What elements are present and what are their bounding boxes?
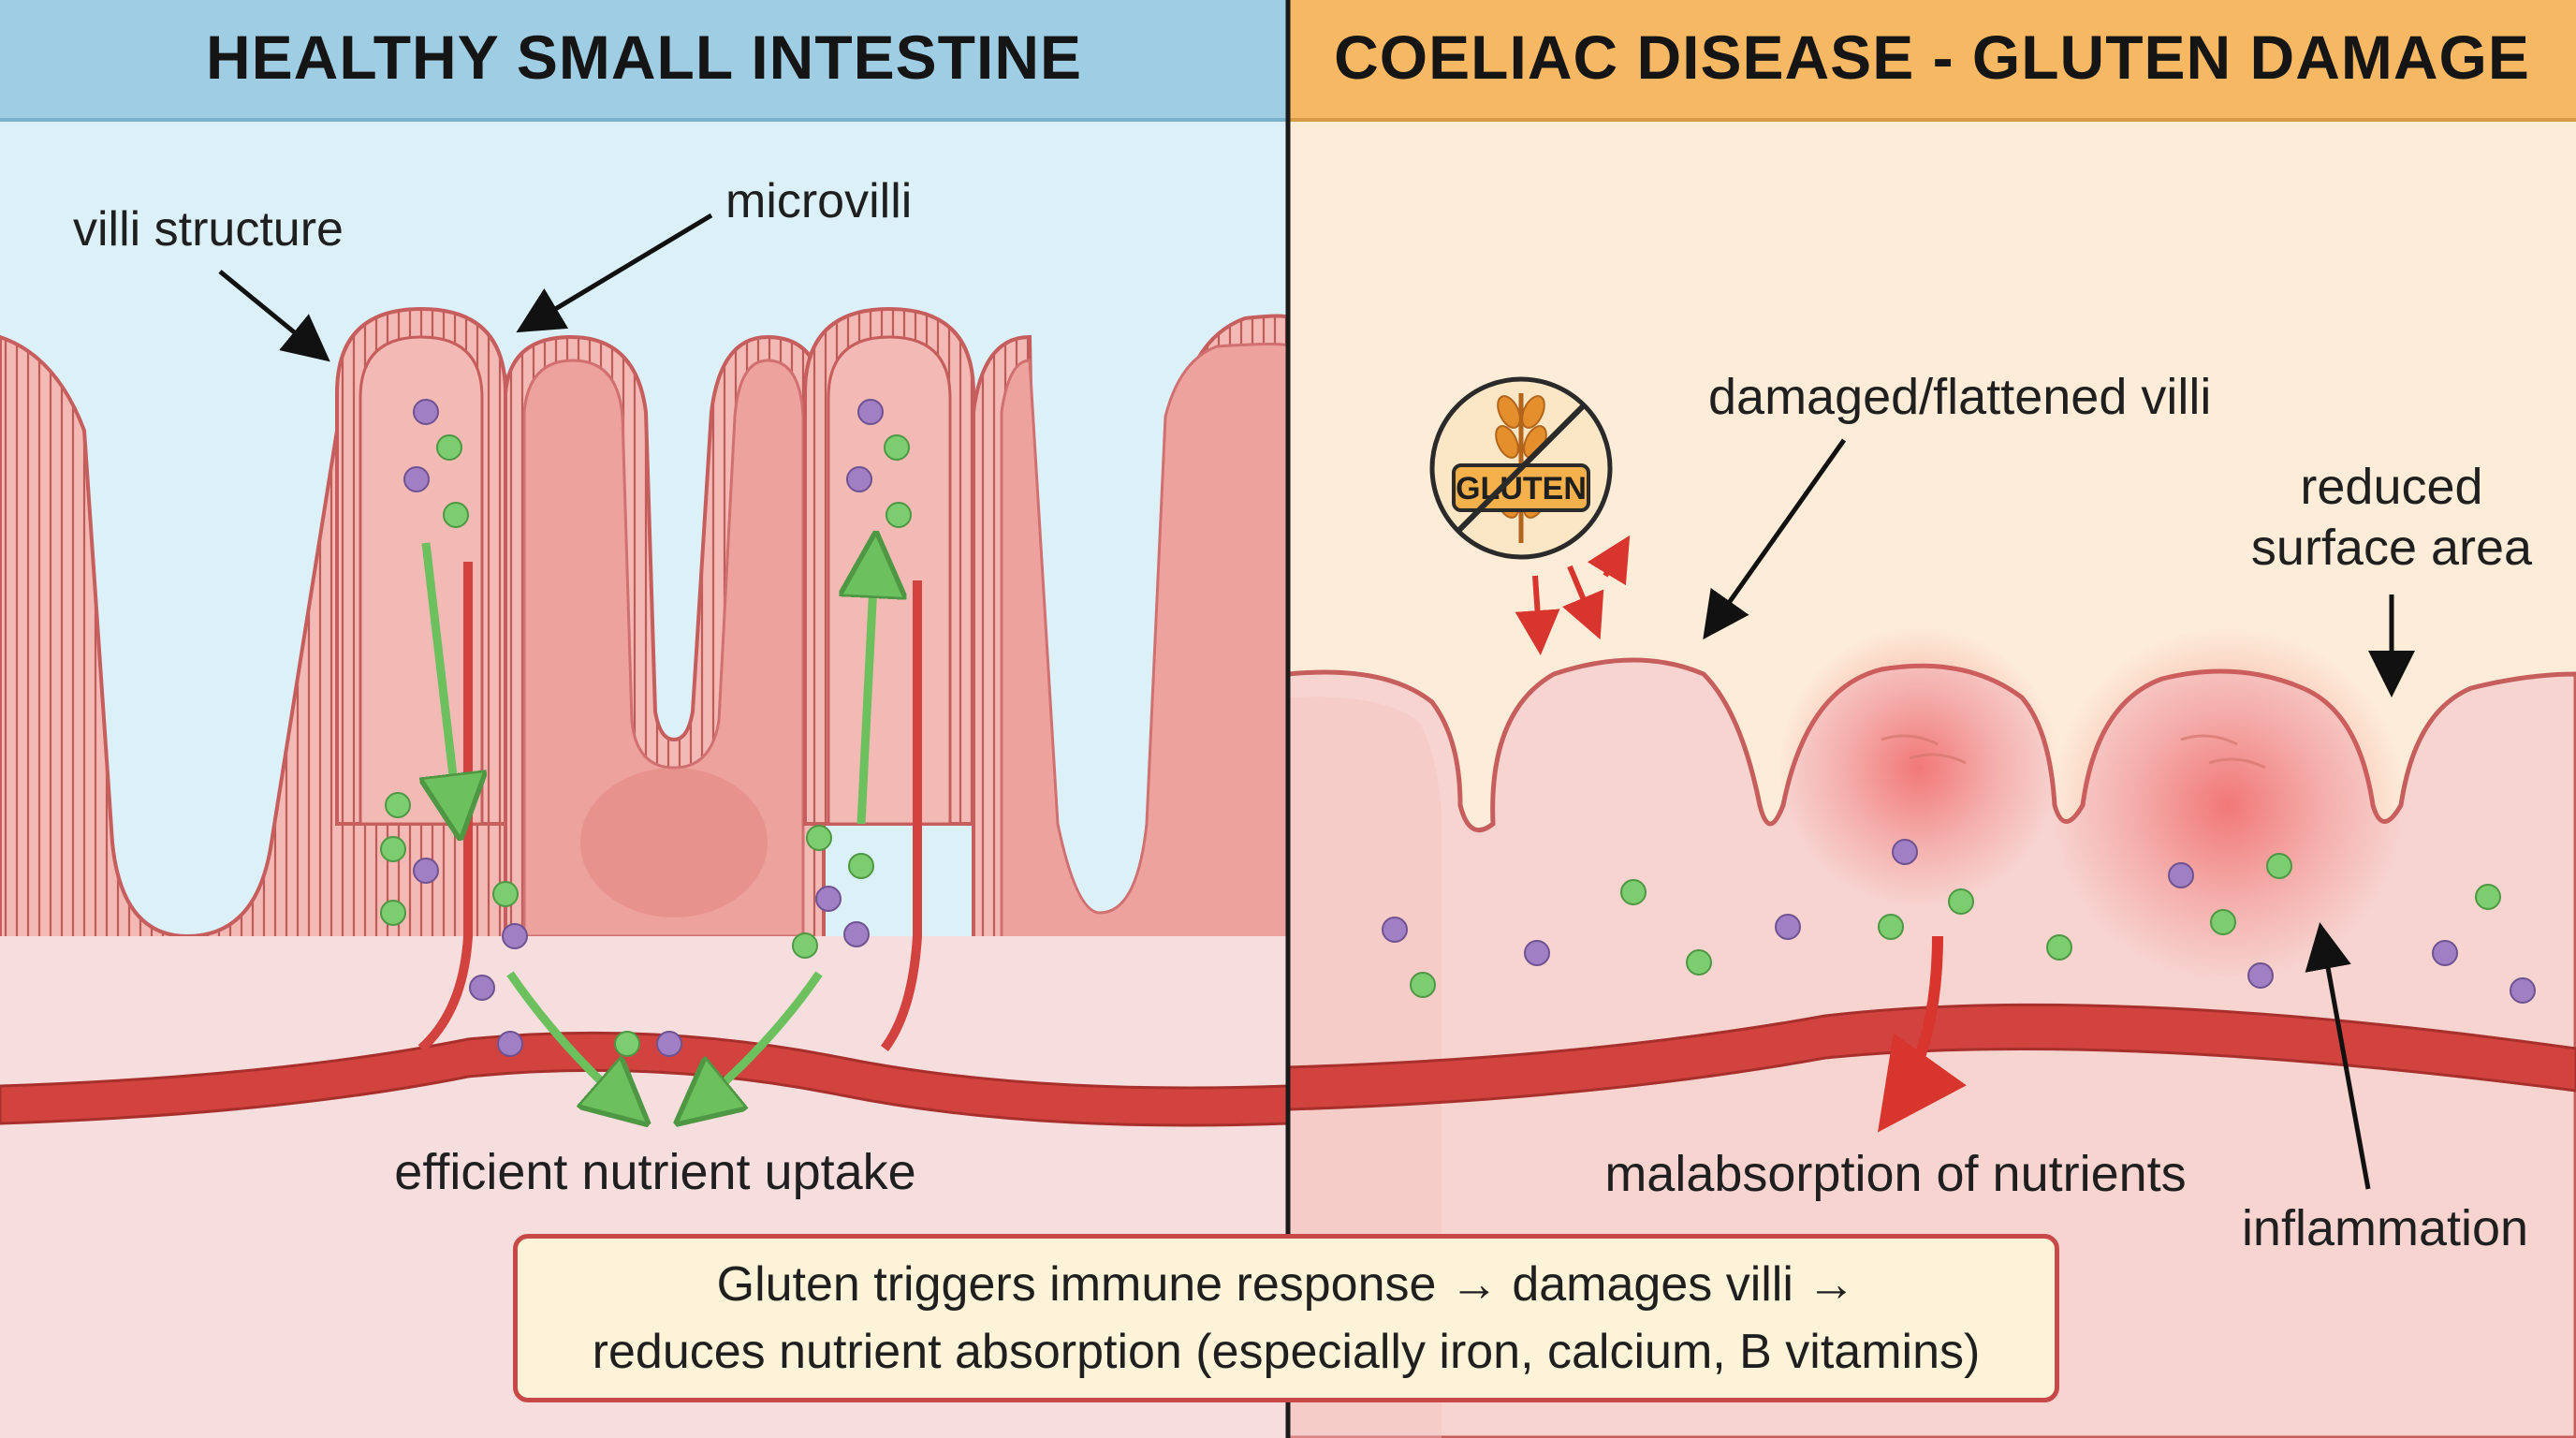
malabsorption-arrow xyxy=(1878,935,1967,1133)
coeliac-panel-title: COELIAC DISEASE - GLUTEN DAMAGE xyxy=(1334,22,2530,92)
microvilli-pointer xyxy=(516,213,713,333)
label-surface-area: surface area xyxy=(2251,520,2533,576)
summary-caption-box: Gluten triggers immune response → damage… xyxy=(513,1234,2059,1402)
caption-line-2: reduces nutrient absorption (especially … xyxy=(592,1325,1981,1379)
villus-1 xyxy=(335,306,507,826)
caption-line-1: Gluten triggers immune response → damage… xyxy=(716,1257,1856,1312)
coeliac-header-bar xyxy=(1288,0,2576,120)
coeliac-blood-vessel xyxy=(1286,1003,2576,1111)
label-damaged-villi: damaged/flattened villi xyxy=(1708,369,2211,425)
gluten-badge: GLUTEN xyxy=(1429,376,1613,560)
prohibited-slash-icon xyxy=(1456,403,1587,534)
healthy-panel-title: HEALTHY SMALL INTESTINE xyxy=(206,22,1082,92)
label-inflammation: inflammation xyxy=(2242,1200,2528,1256)
gluten-badge-label: GLUTEN xyxy=(1456,471,1587,506)
label-malabsorption: malabsorption of nutrients xyxy=(1604,1146,2186,1202)
coeliac-nutrients xyxy=(1382,839,2536,1004)
healthy-nutrients xyxy=(380,399,912,1057)
inflammation-zone-1 xyxy=(1778,627,2059,908)
inflammation-pointer xyxy=(2305,922,2371,1190)
label-microvilli: microvilli xyxy=(725,174,912,228)
nutrient-flow-arrows xyxy=(426,543,875,1114)
immune-response-arrows xyxy=(1515,535,1631,655)
healthy-header-bar xyxy=(0,0,1288,120)
healthy-capillary-right xyxy=(880,580,922,1051)
villi-structure-pointer xyxy=(218,270,330,362)
label-villi-structure: villi structure xyxy=(73,202,344,257)
healthy-capillary-left xyxy=(417,562,473,1052)
villus-2 xyxy=(803,306,975,826)
label-reduced: reduced xyxy=(2300,459,2482,515)
label-efficient-uptake: efficient nutrient uptake xyxy=(394,1144,915,1200)
damaged-villi-pointer xyxy=(1703,438,1847,640)
inflammation-zone-2 xyxy=(2050,627,2406,983)
